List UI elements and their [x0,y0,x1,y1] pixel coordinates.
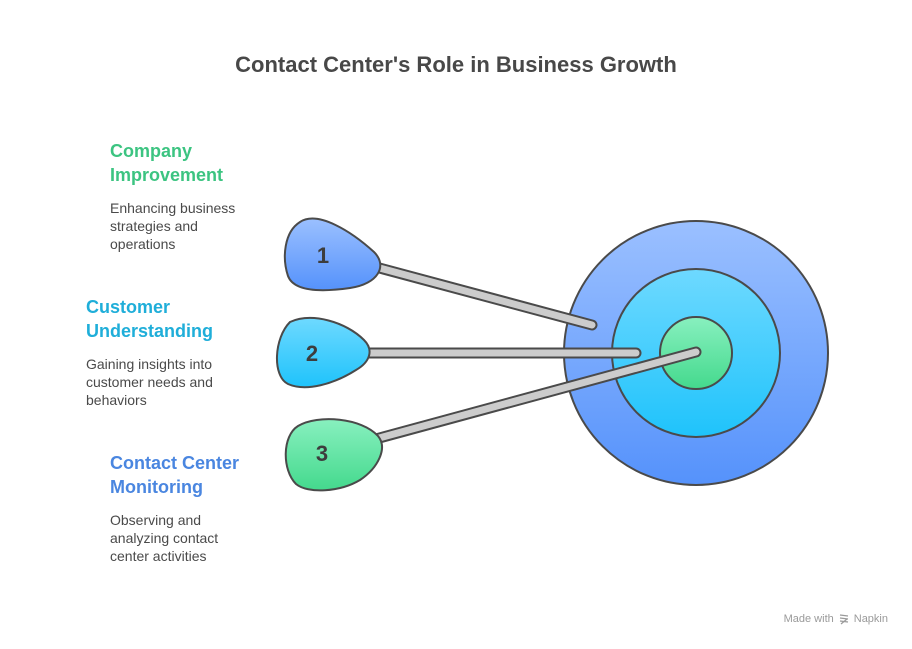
item-description-line: Enhancing business [110,200,236,216]
dart-1-number: 1 [317,243,329,268]
dart-3-number: 3 [316,441,328,466]
dart-1-shaft [368,262,596,329]
item-description-line: operations [110,236,176,252]
footer-attribution: Made with Napkin [784,613,888,625]
item-description-line: Observing and [110,512,202,528]
item-heading-line: Company [110,141,193,161]
dart-3: 3 [284,346,702,492]
item-contact-center-monitoring: Contact Center Monitoring Observing and … [110,451,280,565]
dart-2-number: 2 [306,341,318,366]
napkin-logo-icon [839,614,848,625]
item-heading-line: Contact Center [110,453,240,473]
item-heading: Customer Understanding [86,295,256,343]
item-customer-understanding: Customer Understanding Gaining insights … [86,295,256,409]
item-heading-line: Improvement [110,165,224,185]
item-description-line: center activities [110,548,207,564]
item-description-line: strategies and [110,218,198,234]
item-description-line: behaviors [86,392,147,408]
item-heading: Company Improvement [110,139,280,187]
item-heading-line: Understanding [86,321,214,341]
dart-3-shaft [368,348,700,444]
dart-1-badge [283,217,382,292]
item-description-line: analyzing contact [110,530,219,546]
dart-3-badge [284,418,383,492]
item-company-improvement: Company Improvement Enhancing business s… [110,139,280,253]
item-description: Enhancing business strategies and operat… [110,199,280,253]
item-description-line: customer needs and [86,374,213,390]
diagram-title: Contact Center's Role in Business Growth [235,52,677,77]
item-heading: Contact Center Monitoring [110,451,280,499]
item-description: Gaining insights into customer needs and… [86,355,256,409]
item-description-line: Gaining insights into [86,356,213,372]
item-heading-line: Monitoring [110,477,203,497]
made-with-label: Made with [783,613,834,625]
item-heading-line: Customer [86,297,171,317]
napkin-brand: Napkin [853,613,888,625]
dart-2-badge [275,317,371,389]
dart-1: 1 [283,217,598,331]
item-description: Observing and analyzing contact center a… [110,511,280,565]
dart-2: 2 [275,317,642,389]
